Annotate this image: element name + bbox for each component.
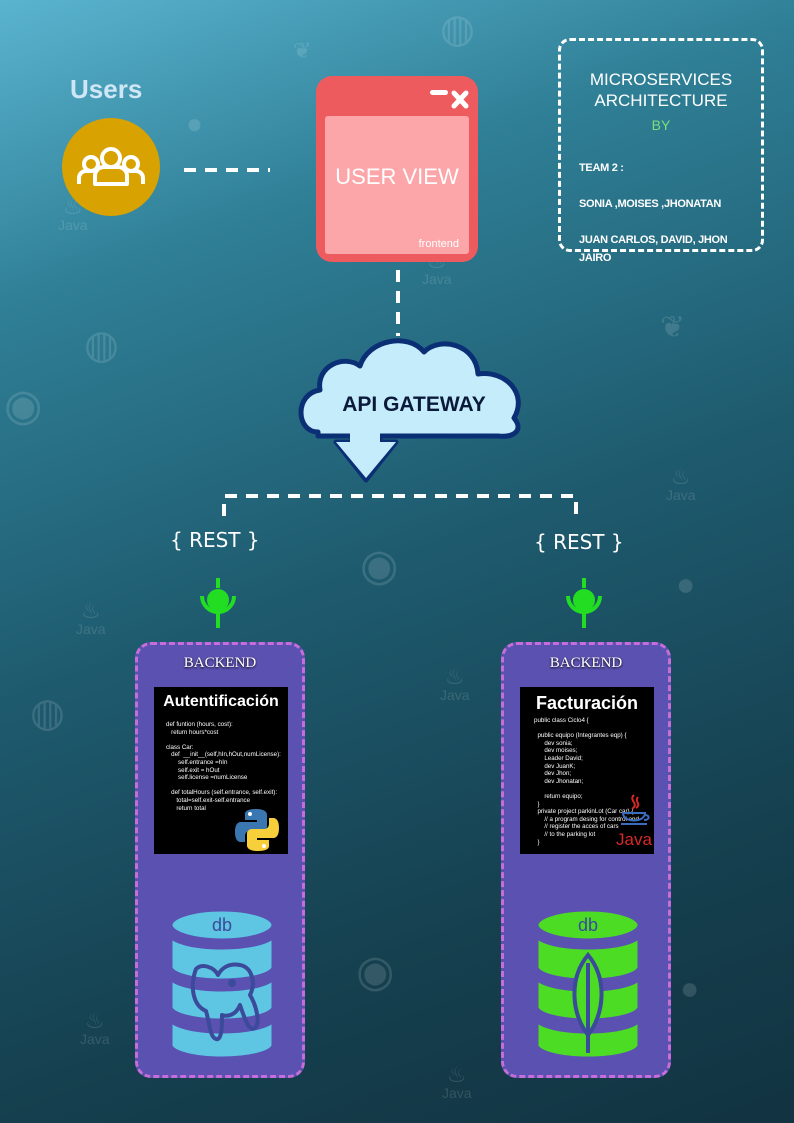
java-watermark-icon: ♨Java xyxy=(76,598,106,637)
python-icon xyxy=(235,809,279,851)
frontend-window[interactable]: USER VIEW frontend xyxy=(316,76,478,262)
mongodb-watermark-icon: ❦ xyxy=(293,38,312,63)
mongodb-database: db xyxy=(533,906,643,1062)
rest-connector-right-icon xyxy=(566,578,602,628)
db-label: db xyxy=(212,915,232,935)
code-snippet: def funtion (hours, cost): return hours*… xyxy=(166,721,281,812)
postgresql-elephant-icon xyxy=(190,962,260,1042)
users-watermark-icon: ● xyxy=(186,108,203,139)
service-title: Facturación xyxy=(535,693,639,713)
close-icon[interactable] xyxy=(451,90,469,109)
java-watermark-icon: ♨Java xyxy=(440,664,470,703)
code-panel: Autentificación def funtion (hours, cost… xyxy=(154,687,288,854)
mongodb-watermark-icon: ❦ xyxy=(660,311,686,344)
python-watermark-icon: ◍ xyxy=(84,323,119,367)
team-label: TEAM 2 : xyxy=(579,162,624,174)
backend-service-autentificacion: BACKEND Autentificación def funtion (hou… xyxy=(135,642,305,1078)
service-title: Autentificación xyxy=(163,693,279,710)
user-view-title: USER VIEW xyxy=(335,164,459,189)
minimize-icon[interactable] xyxy=(430,90,448,95)
java-watermark-icon: ♨Java xyxy=(442,1062,472,1101)
users-title: Users xyxy=(70,74,143,104)
users-group-icon xyxy=(62,118,160,216)
rest-label-left: { REST } xyxy=(170,528,260,552)
credits-by: BY xyxy=(651,117,671,133)
postgresql-watermark-icon: ◉ xyxy=(4,381,43,430)
team-members-line1: SONIA ,MOISES ,JHONATAN xyxy=(579,198,722,210)
code-panel: Facturación public class Ciclo4 { public… xyxy=(520,687,654,854)
code-snippet: public class Ciclo4 { public equipo (Int… xyxy=(534,717,639,846)
backend-service-facturacion: BACKEND Facturación public class Ciclo4 … xyxy=(501,642,671,1078)
java-watermark-icon: ♨Java xyxy=(80,1008,110,1047)
cloud-shape xyxy=(298,338,521,439)
credits-title-line1: MICROSERVICES xyxy=(589,70,733,89)
python-watermark-icon: ◍ xyxy=(440,7,475,51)
mongodb-leaf-icon xyxy=(572,951,604,1053)
credits-title: MICROSERVICES ARCHITECTURE xyxy=(561,69,761,111)
java-logo-text: Java xyxy=(616,830,652,849)
postgresql-watermark-icon: ◉ xyxy=(356,947,395,996)
rest-label-right: { REST } xyxy=(534,530,624,554)
api-gateway-cloud: API GATEWAY xyxy=(298,338,521,483)
postgresql-watermark-icon: ◉ xyxy=(360,541,399,590)
java-watermark-icon: ♨Java xyxy=(666,464,696,503)
rest-connector-left-icon xyxy=(200,578,236,628)
db-label: db xyxy=(578,915,598,935)
credits-box: MICROSERVICES ARCHITECTURE BY TEAM 2 : S… xyxy=(558,38,764,264)
api-gateway-label: API GATEWAY xyxy=(342,393,486,416)
postgresql-database: db xyxy=(167,906,277,1062)
java-icon: Java xyxy=(614,793,654,851)
users-watermark-icon: ● xyxy=(676,566,696,602)
backend-label: BACKEND xyxy=(549,655,623,671)
window-body: USER VIEW frontend xyxy=(325,116,469,254)
users-watermark-icon: ● xyxy=(680,970,700,1006)
java-cup-icon xyxy=(621,794,650,825)
credits-title-line2: ARCHITECTURE xyxy=(594,91,728,110)
team-members-line2: JUAN CARLOS, DAVID, JHON JAIRO xyxy=(579,234,728,264)
frontend-label: frontend xyxy=(418,238,459,250)
backend-label: BACKEND xyxy=(183,655,257,671)
credits-team: TEAM 2 : SONIA ,MOISES ,JHONATAN JUAN CA… xyxy=(579,141,759,285)
python-watermark-icon: ◍ xyxy=(30,691,65,735)
